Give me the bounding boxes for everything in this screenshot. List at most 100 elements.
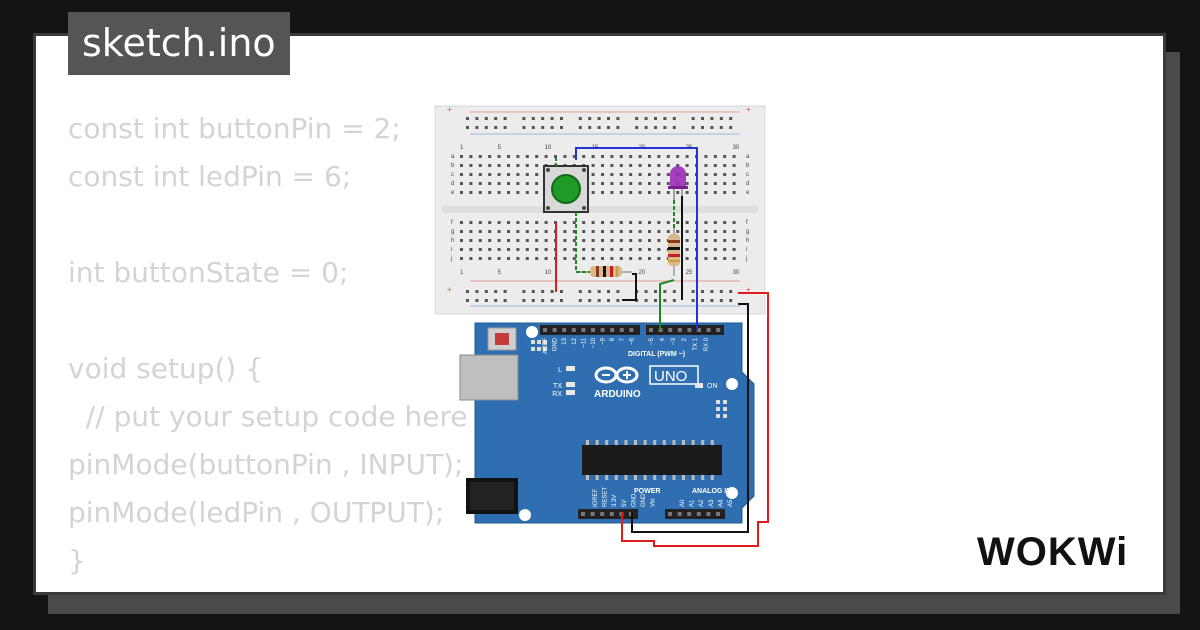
row-letter: i bbox=[451, 247, 452, 253]
digital-pin-label: AREF bbox=[543, 338, 549, 354]
digital-pin-label: 2 bbox=[682, 337, 688, 341]
analog-label: ANALOG IN bbox=[692, 488, 731, 495]
row-letter: j bbox=[450, 256, 452, 262]
breadboard-plus-top-right: + bbox=[746, 105, 751, 114]
code-line: const int buttonPin = 2; bbox=[68, 112, 401, 145]
power-pin-label: IOREF bbox=[593, 488, 599, 507]
column-number: 1 bbox=[460, 270, 464, 276]
analog-pin-label: A1 bbox=[690, 499, 696, 507]
analog-pin-label: A3 bbox=[709, 499, 715, 507]
code-line: } bbox=[68, 544, 86, 577]
code-line: // put your setup code here bbox=[68, 400, 468, 433]
wire-blue bbox=[575, 147, 698, 330]
row-letter: j bbox=[745, 256, 747, 262]
status-led bbox=[566, 390, 575, 395]
code-line: const int ledPin = 6; bbox=[68, 160, 352, 193]
wokwi-logo-text: WOKWi bbox=[977, 530, 1128, 574]
power-pin-label: GND bbox=[631, 493, 637, 507]
breadboard-plus-bottom: + bbox=[447, 285, 452, 294]
digital-label: DIGITAL (PWM ~) bbox=[628, 351, 685, 358]
power-header bbox=[578, 509, 638, 519]
analog-header bbox=[665, 509, 725, 519]
code-editor[interactable]: const int buttonPin = 2; const int ledPin… bbox=[68, 105, 488, 585]
icsp-pin bbox=[531, 347, 535, 351]
status-led-label: L bbox=[558, 367, 562, 374]
digital-header bbox=[540, 325, 640, 335]
wire-green-button-bottom bbox=[575, 212, 590, 273]
analog-pin-label: A5 bbox=[728, 499, 734, 507]
column-number: 25 bbox=[686, 270, 693, 276]
code-line: void setup() { bbox=[68, 352, 264, 385]
icsp-pin bbox=[716, 400, 720, 404]
row-letter: h bbox=[451, 238, 454, 244]
file-tab[interactable]: sketch.ino bbox=[68, 12, 290, 75]
microcontroller-chip bbox=[582, 445, 722, 475]
row-letter: d bbox=[746, 181, 749, 187]
analog-pin-label: A2 bbox=[699, 499, 705, 507]
digital-pin-label: ~9 bbox=[601, 337, 607, 345]
digital-pin-label: 13 bbox=[562, 337, 568, 344]
analog-pin-label: A0 bbox=[680, 499, 686, 507]
status-led-label: TX bbox=[553, 383, 562, 390]
icsp-pin bbox=[537, 347, 541, 351]
push-button[interactable] bbox=[543, 165, 589, 213]
digital-pin-label: ~5 bbox=[649, 337, 655, 345]
power-pin-label: 5V bbox=[622, 500, 628, 507]
icsp-pin bbox=[537, 340, 541, 344]
row-letter: f bbox=[746, 220, 748, 226]
on-led-label: ON bbox=[707, 383, 718, 390]
row-letter: e bbox=[451, 190, 455, 196]
row-letter: d bbox=[451, 181, 454, 187]
row-letter: g bbox=[746, 229, 749, 235]
code-line: pinMode(buttonPin , INPUT); bbox=[68, 448, 464, 481]
analog-pin-label: A4 bbox=[718, 499, 724, 507]
column-number: 1 bbox=[460, 145, 464, 151]
column-number: 20 bbox=[639, 270, 646, 276]
power-pin-label: GND bbox=[641, 493, 647, 507]
digital-pin-label: 7 bbox=[620, 337, 626, 341]
power-pin-label: Vin bbox=[651, 498, 657, 507]
wokwi-logo: WOKWi bbox=[975, 525, 1155, 580]
digital-pin-label: ~10 bbox=[591, 337, 597, 348]
code-line: int buttonState = 0; bbox=[68, 256, 349, 289]
wokwi-logo-mark: WOKWi bbox=[977, 530, 1128, 574]
icsp-pin bbox=[543, 347, 547, 351]
digital-pin-label: 4 bbox=[660, 337, 666, 341]
digital-pin-label: ~3 bbox=[671, 337, 677, 345]
row-letter: i bbox=[746, 247, 747, 253]
column-number: 30 bbox=[733, 145, 740, 151]
digital-pin-label: ~11 bbox=[581, 337, 587, 347]
digital-pin-label: GND bbox=[553, 337, 559, 351]
digital-pin-label: ~6 bbox=[629, 337, 635, 345]
column-number: 10 bbox=[545, 145, 552, 151]
digital-pin-label: RX 0 bbox=[704, 337, 710, 351]
row-letter: f bbox=[451, 220, 453, 226]
wire-black-resistor bbox=[622, 273, 637, 301]
code-line: pinMode(ledPin , OUTPUT); bbox=[68, 496, 445, 529]
icsp-pin bbox=[723, 400, 727, 404]
icsp-pin bbox=[723, 407, 727, 411]
icsp-pin bbox=[723, 414, 727, 418]
row-letter: h bbox=[746, 238, 749, 244]
icsp-pin bbox=[716, 414, 720, 418]
status-led bbox=[566, 366, 575, 371]
icsp-pin bbox=[716, 407, 720, 411]
digital-pin-label: 8 bbox=[610, 337, 616, 341]
row-letter: b bbox=[451, 163, 455, 169]
wire-black-gnd bbox=[631, 303, 749, 533]
power-pin-label: 3.3V bbox=[612, 495, 618, 507]
wire-red-5v bbox=[621, 292, 769, 547]
usb-connector bbox=[459, 354, 519, 401]
row-letter: a bbox=[451, 154, 455, 160]
digital-header-2 bbox=[646, 325, 724, 335]
icsp-pin bbox=[531, 340, 535, 344]
breadboard-plus-top: + bbox=[447, 105, 452, 114]
arduino-logo-icon bbox=[594, 366, 639, 384]
row-letter: e bbox=[746, 190, 750, 196]
purple-led[interactable] bbox=[668, 166, 688, 200]
icsp-pin bbox=[543, 340, 547, 344]
digital-pin-label: TX 1 bbox=[693, 337, 699, 350]
column-number: 30 bbox=[733, 270, 740, 276]
